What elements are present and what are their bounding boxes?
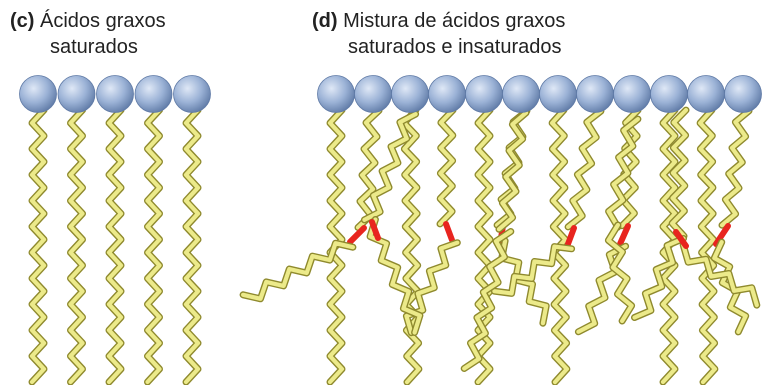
panel-c-head-5 (173, 75, 211, 113)
panel-d-saturated-tail-2 (400, 106, 423, 385)
panel-d-unsat-upper-1 (354, 107, 383, 231)
panel-d-unsat-lower-3-fill (499, 238, 549, 326)
panel-d-extra-chain-6 (604, 221, 636, 325)
panel-d-head-3 (391, 75, 429, 113)
panel-d-extra-chain-5-fill (606, 116, 641, 230)
panel-c-head-2 (57, 75, 96, 113)
panel-d-extra-chain-8 (631, 235, 687, 321)
panel-d-letter: (d) (312, 10, 338, 32)
panel-d-extra-chain-1 (360, 110, 420, 224)
panel-d-double-bond-5 (617, 223, 631, 247)
panel-d-head-11 (687, 75, 725, 113)
panel-d-saturated-tail-3 (474, 106, 494, 385)
panel-c-tail-4 (144, 106, 163, 385)
panel-d-double-bond-2 (443, 221, 455, 243)
panel-d-head-8 (576, 75, 614, 113)
panel-d-unsat-upper-5-fill (619, 108, 641, 228)
panel-d-unsat-upper-2-fill (437, 107, 456, 226)
panel-d-extra-chain-9 (679, 241, 761, 309)
panel-d-double-bond-1 (347, 225, 367, 245)
panel-d-extra-chain-3-fill (496, 110, 529, 232)
panel-c-tail-1 (28, 106, 48, 385)
heads-layer (19, 75, 762, 113)
tails-layer (28, 106, 761, 385)
panel-c-head-4 (134, 75, 173, 113)
panel-d-extra-chain-7-fill (670, 107, 689, 239)
panel-d-saturated-tail-2-fill (402, 107, 421, 385)
panel-d-extra-chain-5 (605, 115, 642, 231)
panel-c-head-3 (96, 75, 134, 113)
panel-c-tail-2 (67, 106, 86, 385)
panel-d-saturated-tail-6-fill (697, 107, 718, 385)
panel-d-head-12 (724, 75, 762, 113)
panel-d-double-bond-6 (713, 223, 731, 247)
panel-c-tail-3 (105, 106, 125, 385)
panel-d-unsat-lower-5-fill (576, 244, 628, 334)
panel-d-head-6 (502, 75, 540, 113)
panel-c-letter: (c) (10, 10, 35, 32)
panel-d-unsat-upper-5 (618, 106, 642, 230)
panel-d-unsat-lower-4-fill (492, 244, 574, 296)
panel-d-head-10 (650, 75, 688, 113)
panel-c-tail-5-fill (183, 107, 201, 385)
panel-d-saturated-tail-6 (696, 106, 719, 385)
panel-d-extra-chain-3 (495, 109, 530, 233)
panel-d-double-bond-extra-1 (369, 219, 381, 241)
panel-d-double-bond-4 (565, 225, 577, 247)
panel-d-extra-chain-4 (460, 228, 515, 372)
panel-c-tail-4-fill (145, 107, 162, 385)
panel-d-head-7 (539, 75, 577, 113)
panel-c-title-line1: Ácidos graxos (40, 10, 166, 32)
panel-c-tail-2-fill (68, 107, 85, 385)
panel-d-extra-chain-8-fill (632, 236, 686, 320)
panel-d-head-2 (354, 75, 392, 113)
panel-d-extra-chain-4-fill (462, 229, 513, 371)
panel-d-unsat-upper-4-fill (565, 108, 604, 229)
panel-d-unsat-lower-4 (490, 243, 576, 297)
panel-c-tail-3-fill (106, 107, 124, 385)
panel-d-extra-chain-7 (668, 106, 690, 240)
panel-c-head-1 (19, 75, 57, 113)
panel-d-title: (d) Mistura de ácidos graxos saturados e… (312, 8, 565, 60)
panel-d-head-1 (317, 75, 355, 113)
panel-c-title-line2: saturados (50, 36, 138, 58)
panel-d-extra-chain-6-fill (606, 222, 634, 324)
panel-d-title-line2: saturados e insaturados (348, 36, 562, 58)
panel-d-unsat-lower-3 (498, 237, 550, 327)
panel-d-unsat-upper-2 (436, 106, 457, 228)
panel-d-extra-chain-9-fill (681, 242, 759, 308)
panel-d-unsat-upper-6-fill (719, 108, 752, 228)
panel-d-double-bond-extra-2 (673, 229, 689, 249)
panel-d-unsat-upper-1-fill (355, 108, 382, 230)
panel-d-unsat-lower-1-fill (241, 241, 355, 301)
panel-d-head-5 (465, 75, 503, 113)
panel-c-tail-5 (182, 106, 202, 385)
panel-d-head-4 (428, 75, 466, 113)
panel-c-tail-1-fill (29, 107, 47, 385)
panel-c-title: (c) Ácidos graxos saturados (10, 8, 166, 60)
panel-d-unsat-lower-5 (574, 242, 630, 336)
panel-d-unsat-upper-6 (718, 107, 753, 229)
panel-d-unsat-upper-4 (564, 107, 605, 231)
panel-d-title-line1: Mistura de ácidos graxos (343, 10, 566, 32)
panel-d-extra-chain-1-fill (362, 111, 418, 222)
panel-d-head-9 (613, 75, 651, 113)
panel-d-unsat-lower-1 (239, 239, 357, 303)
